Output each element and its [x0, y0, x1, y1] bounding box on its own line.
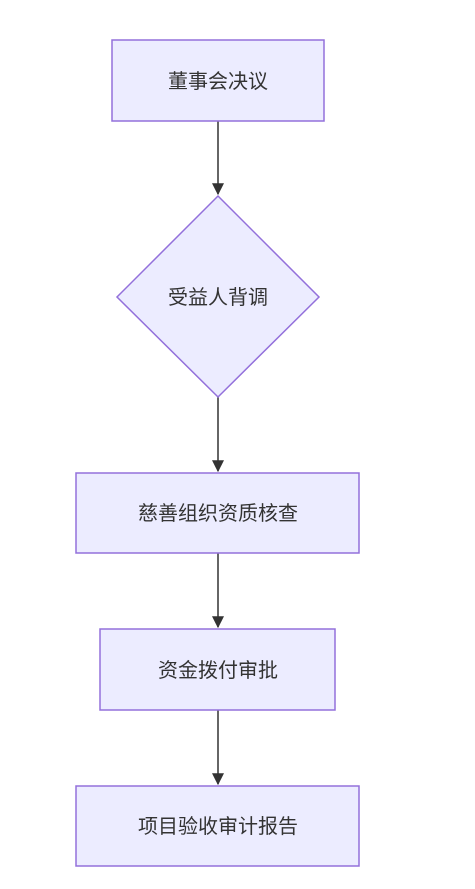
node-audit-report-box — [75, 785, 360, 867]
node-board-resolution-box — [111, 39, 325, 122]
node-charity-qualification[interactable]: 慈善组织资质核查 — [75, 472, 360, 554]
node-beneficiary-check[interactable]: 受益人背调 — [115, 194, 321, 399]
node-beneficiary-check-shape — [115, 194, 321, 399]
node-charity-qualification-label: 慈善组织资质核查 — [138, 501, 298, 525]
node-audit-report-label: 项目验收审计报告 — [138, 814, 298, 838]
node-board-resolution-label: 董事会决议 — [168, 69, 268, 93]
node-beneficiary-check-label: 受益人背调 — [168, 285, 268, 309]
node-funding-approval[interactable]: 资金拨付审批 — [99, 628, 336, 711]
node-charity-qualification-box — [75, 472, 360, 554]
node-audit-report[interactable]: 项目验收审计报告 — [75, 785, 360, 867]
node-funding-approval-label: 资金拨付审批 — [158, 658, 278, 682]
node-board-resolution[interactable]: 董事会决议 — [111, 39, 325, 122]
node-funding-approval-box — [99, 628, 336, 711]
